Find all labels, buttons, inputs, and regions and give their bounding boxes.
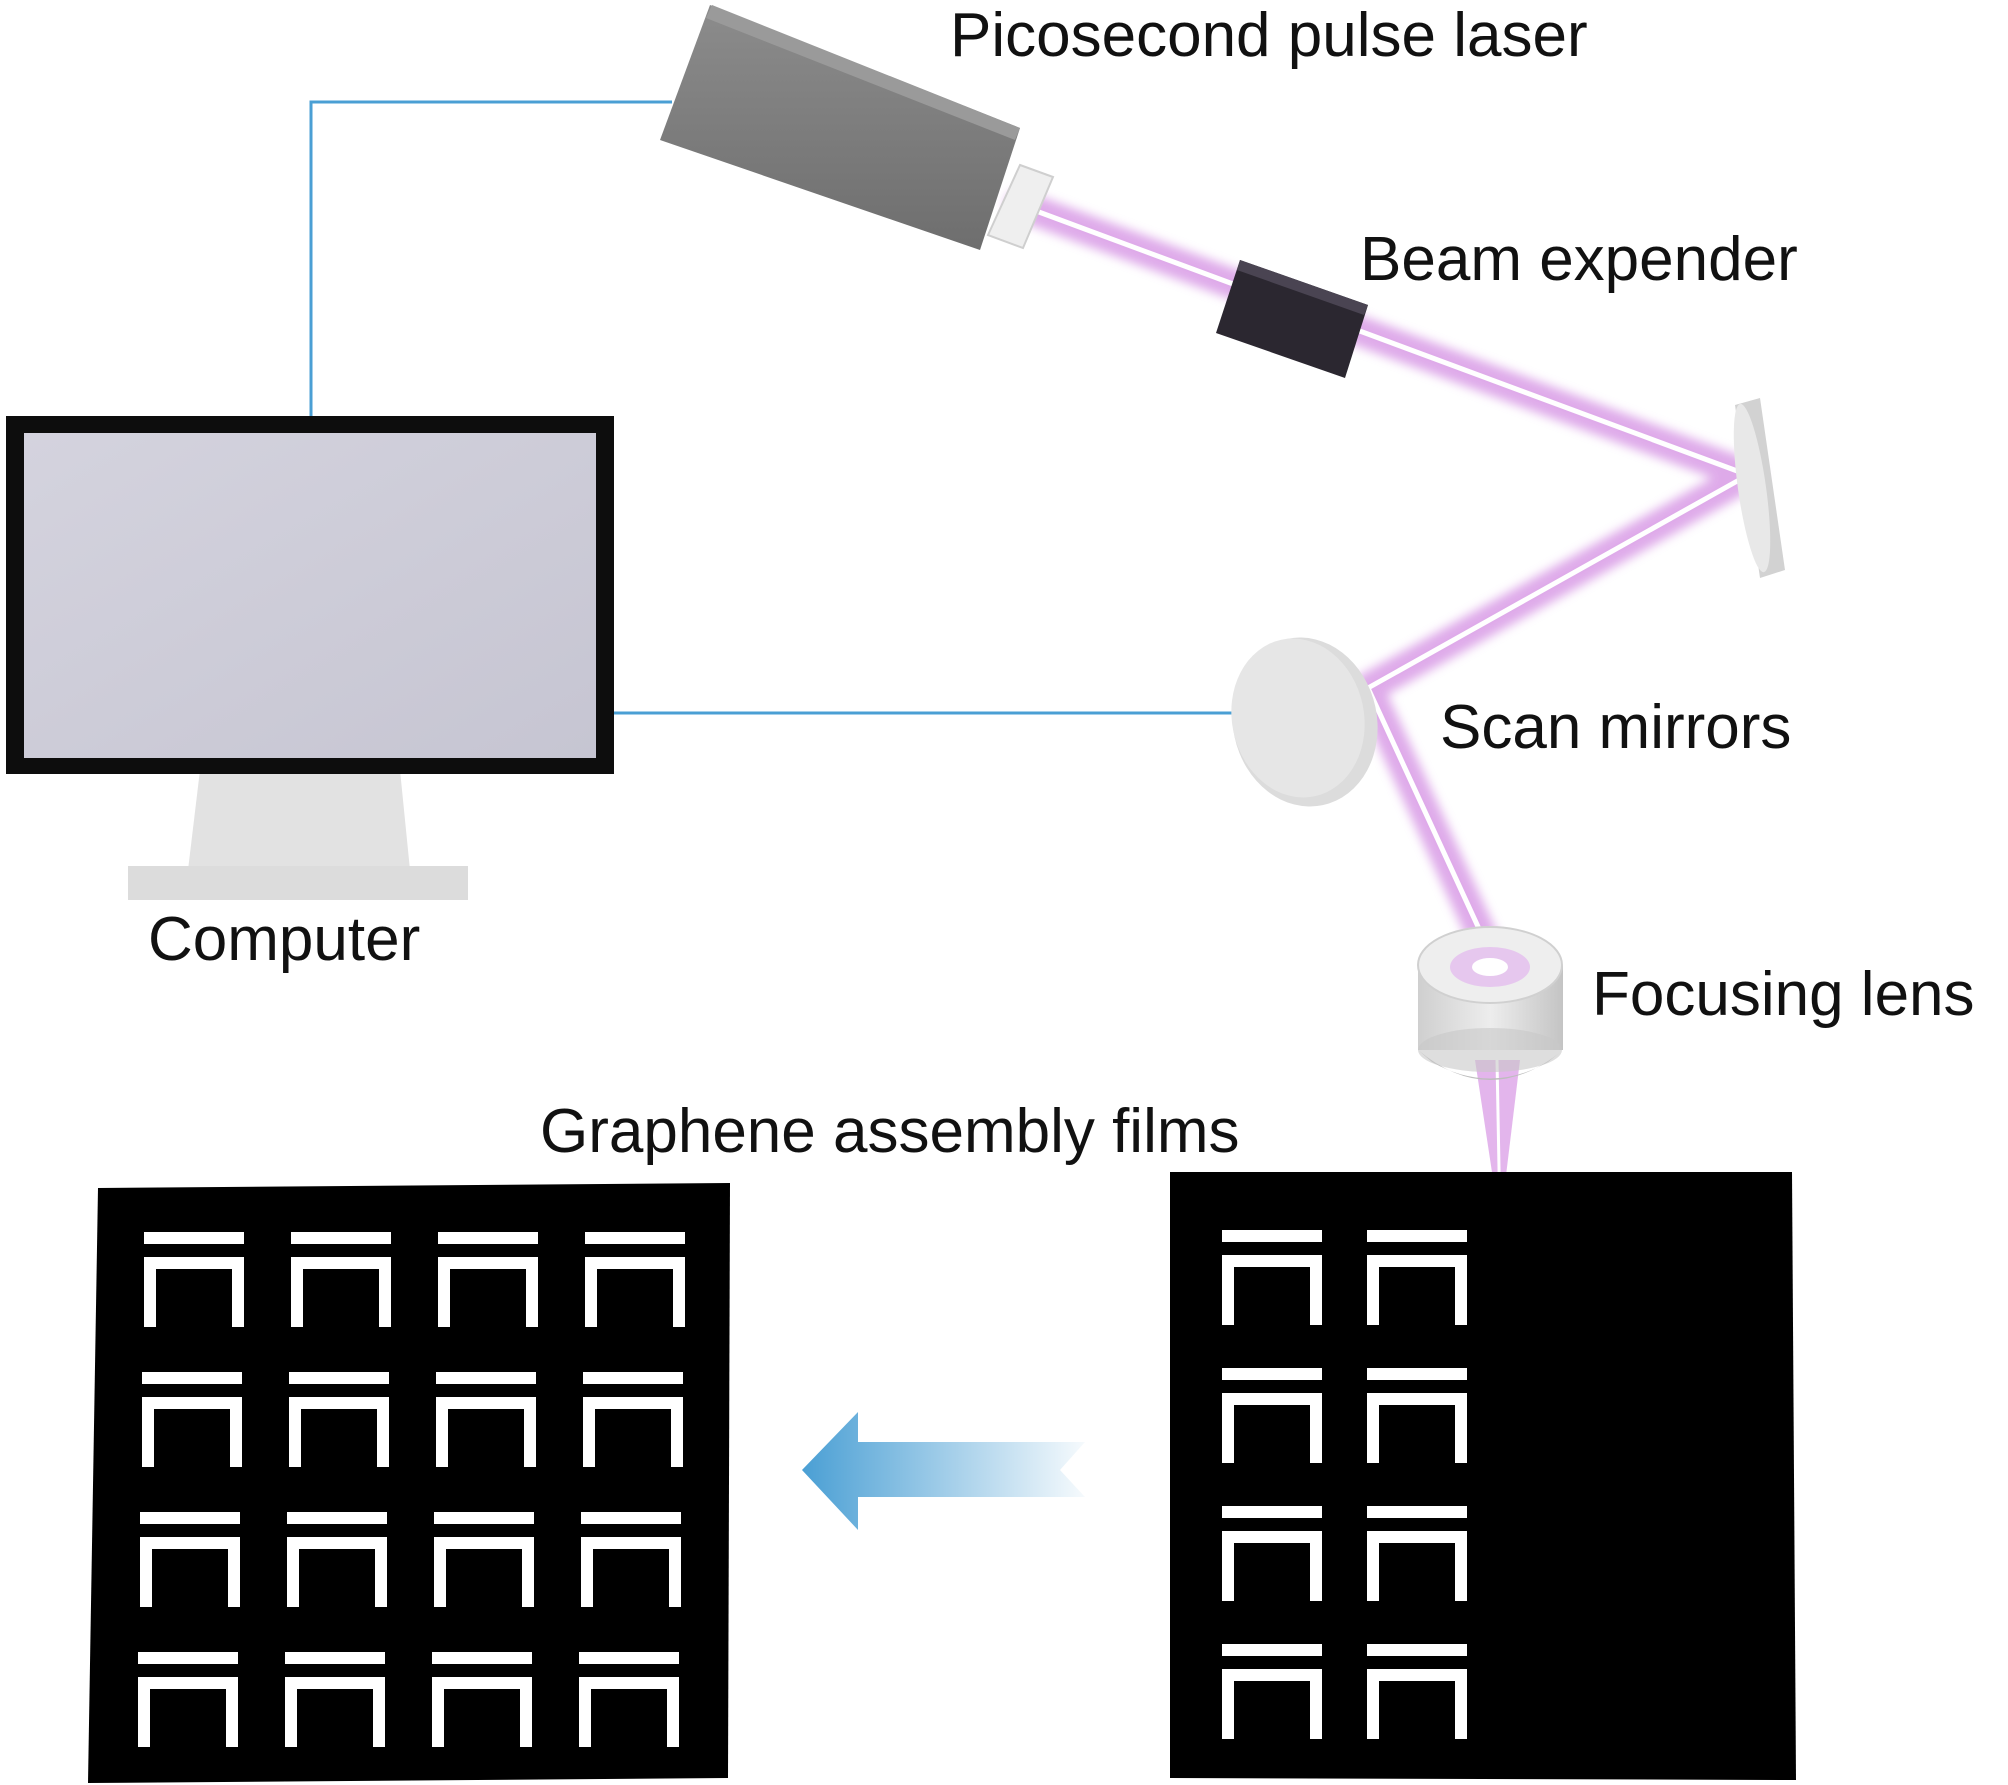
scan-mirrors <box>1231 637 1378 807</box>
label-picosecond-laser: Picosecond pulse laser <box>950 1 1588 70</box>
label-computer: Computer <box>148 905 420 974</box>
beam-expander-body <box>1216 260 1368 378</box>
laser-beam <box>1005 190 1763 1225</box>
film-pattern <box>1222 1368 1322 1463</box>
laser-output-collar <box>986 163 1055 250</box>
picosecond-laser <box>660 5 1055 250</box>
film-pattern <box>432 1652 532 1747</box>
film-in-progress <box>1170 1172 1796 1780</box>
film-pattern <box>291 1232 391 1327</box>
film-pattern <box>436 1372 536 1467</box>
cable-computer-to-laser <box>309 100 672 419</box>
focusing-lens <box>1417 926 1563 1080</box>
film-pattern <box>1222 1506 1322 1601</box>
film-pattern <box>140 1512 240 1607</box>
beam-expander-highlight <box>1237 260 1368 315</box>
film-pattern <box>581 1512 681 1607</box>
control-cables <box>309 100 1248 715</box>
computer-screen <box>24 433 596 758</box>
film-pattern <box>287 1512 387 1607</box>
film-finished <box>88 1183 730 1783</box>
label-scan-mirrors: Scan mirrors <box>1440 693 1791 762</box>
computer-stand-base <box>128 866 468 900</box>
beam-expander <box>1216 260 1368 378</box>
film-pattern <box>579 1652 679 1747</box>
film-pattern <box>1367 1506 1467 1601</box>
fold-mirror <box>1733 398 1785 578</box>
laser-body <box>660 5 1020 250</box>
label-focusing-lens: Focusing lens <box>1592 960 1975 1029</box>
laser-beam-core <box>1019 202 1751 972</box>
film-pattern <box>438 1232 538 1327</box>
laser-beam-glow <box>1005 190 1763 985</box>
left-arrow-icon <box>802 1412 1085 1530</box>
computer <box>6 416 614 900</box>
film-pattern <box>583 1372 683 1467</box>
laser-top-face <box>706 5 1020 140</box>
film-finished-patterns <box>138 1232 685 1747</box>
film-pattern <box>142 1372 242 1467</box>
film-pattern <box>1367 1230 1467 1325</box>
film-pattern <box>1367 1644 1467 1739</box>
film-pattern <box>434 1512 534 1607</box>
label-beam-expander: Beam expender <box>1360 225 1798 294</box>
film-in-progress-sheet <box>1170 1172 1796 1780</box>
film-pattern <box>289 1372 389 1467</box>
film-pattern <box>138 1652 238 1747</box>
computer-stand-neck <box>188 770 410 870</box>
film-pattern <box>1367 1368 1467 1463</box>
film-pattern <box>1222 1644 1322 1739</box>
film-pattern <box>1222 1230 1322 1325</box>
film-pattern <box>585 1232 685 1327</box>
film-pattern <box>285 1652 385 1747</box>
film-pattern <box>144 1232 244 1327</box>
film-finished-sheet <box>88 1183 730 1783</box>
label-graphene-films: Graphene assembly films <box>540 1097 1240 1166</box>
film-in-progress-patterns <box>1222 1230 1467 1739</box>
